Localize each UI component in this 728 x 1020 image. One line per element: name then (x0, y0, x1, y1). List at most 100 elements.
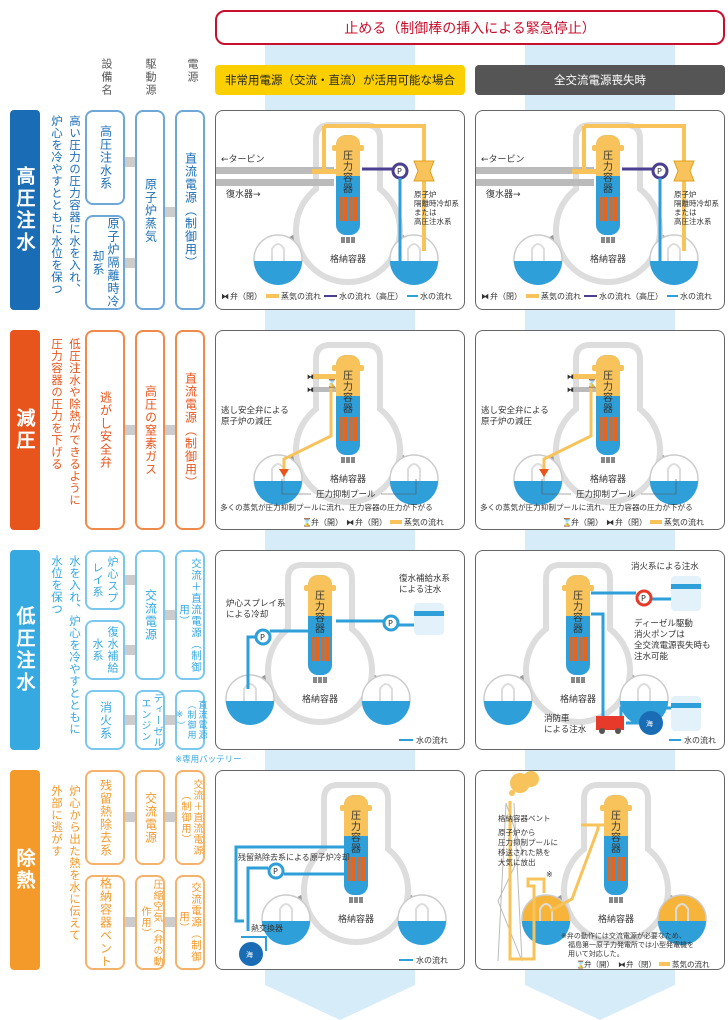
vessel-label: 器 (343, 403, 353, 415)
vessel-label: 圧 (351, 811, 361, 822)
svg-text:⧓: ⧓ (307, 373, 314, 381)
turbine-label: ←タービン (221, 154, 265, 165)
desc-line: 高い圧力の圧力容器に水を入れ、 (68, 115, 82, 295)
legend-valve-open: 弁（開） (571, 517, 603, 527)
srv-label: 原子炉の減圧 (221, 416, 273, 427)
containment-label: 格納容器 (560, 693, 596, 705)
legend-steam: 蒸気の流れ (404, 517, 444, 527)
power-ac-dc: 交流＋直流電源（制御用） (175, 550, 205, 680)
condenser-label: 復水器→ (226, 188, 261, 200)
pump-icon (635, 589, 653, 607)
power-dc: 直流電源（制御用） (175, 330, 205, 530)
panel-high-pressure-blackout: 圧力容器格納容器 P ←タービン 復水器→ 原子炉隔離時冷却系または高圧注水系 … (475, 110, 725, 310)
flow-arrow-right (525, 985, 675, 1020)
legend-water: 水の流れ (416, 735, 448, 745)
connector (165, 812, 175, 822)
suppression-pool (513, 234, 563, 285)
steam-line (508, 801, 604, 961)
pump-icon (254, 628, 272, 646)
connector (125, 812, 135, 822)
equipment-fire-protection: 消火系 (85, 690, 125, 750)
vessel-label: 圧 (315, 591, 325, 602)
drive-compressed-air: 圧縮空気（弁の動作用） (135, 875, 165, 970)
svg-text:⧓: ⧓ (346, 518, 354, 527)
category-heat-removal: 除熱 (10, 770, 40, 970)
truck-label: による注水 (544, 724, 587, 735)
svg-text:⧓: ⧓ (481, 292, 489, 301)
fuel-rod (349, 417, 353, 441)
legend-valve-open: 弁（開） (584, 959, 614, 969)
desc-line: 水位を保つ (50, 555, 64, 615)
containment-label: 格納容器 (302, 693, 338, 705)
desc-line: 炉心から出た熱を水に伝えて (68, 785, 82, 941)
scenario-emergency-power: 非常用電源（交流・直流）が活用可能な場合 (215, 65, 465, 95)
vessel-label: 器 (343, 183, 353, 195)
svg-text:⧓: ⧓ (618, 960, 626, 969)
caption: 多くの蒸気が圧力抑制プールに流れ、圧力容器の圧力が下がる (480, 502, 693, 512)
condenser-pipe (216, 179, 334, 186)
system-label: 高圧注水系 (414, 216, 452, 226)
steam-line (324, 124, 426, 251)
connector (125, 715, 135, 725)
vessel-label: 器 (351, 843, 361, 855)
diesel-label: ディーゼル駆動 (634, 618, 693, 629)
legend-water: 水の流れ (416, 955, 448, 965)
fuel-rod (357, 857, 361, 881)
drive-steam: 原子炉蒸気 (135, 110, 165, 310)
footnote: 用いて対応した。 (568, 949, 624, 958)
vessel-label: 容 (603, 171, 613, 184)
containment-label: 格納容器 (590, 473, 626, 485)
fuel-rod (316, 637, 320, 661)
equipment-rcic: 原子炉隔離時冷却系 (85, 215, 125, 310)
vessel-label: 容 (343, 391, 353, 404)
fuel-rod (362, 857, 366, 881)
legend-water-high: 水の流れ（高圧） (339, 291, 403, 301)
release-label: 圧力抑制プールに (498, 837, 558, 847)
flow-arrow-left (265, 985, 415, 1020)
diesel-label: 消火ポンプは (634, 629, 685, 640)
vessel-label: 力 (351, 820, 361, 833)
fuel-rod (344, 417, 348, 441)
release-label: 移送された熱を (498, 847, 551, 857)
vessel-label: 圧 (611, 811, 621, 822)
power-ac-dc: 交流＋直流電源（制御用） (175, 770, 205, 865)
legend-valve-closed: 弁（閉） (626, 959, 656, 969)
suppression-pool (389, 234, 439, 285)
turbine-icon (413, 160, 435, 182)
makeup-label: 復水補給水系 (399, 573, 450, 584)
power-dc-battery: 直流電源（制御用※） (175, 690, 207, 750)
power-ac: 交流電源（制御用） (175, 875, 205, 970)
pump-label: P (641, 594, 646, 603)
pump-label: P (273, 867, 278, 876)
fuel-rod (622, 857, 626, 881)
legend-steam: 蒸気の流れ (672, 959, 710, 969)
equipment-hpci: 高圧注水系 (85, 110, 125, 205)
legend-valve-open: 弁（開） (311, 517, 343, 527)
category-depressurize: 減圧 (10, 330, 40, 530)
water-line (336, 619, 414, 627)
containment-label: 格納容器 (330, 253, 366, 265)
fuel-rod (599, 197, 603, 221)
turbine-icon (673, 160, 695, 182)
description: 低圧注水や除熱ができるように圧力容器の圧力を下げる (44, 338, 84, 538)
legend-steam: 蒸気の流れ (541, 291, 581, 301)
fuel-rod (347, 857, 351, 881)
water-line (234, 845, 346, 931)
vessel-label: 容 (351, 831, 361, 844)
fuel-rod (604, 417, 608, 441)
vessel-label: 容 (573, 611, 583, 624)
vessel-label: 器 (611, 843, 621, 855)
description: 炉心から出た熱を水に伝えて外部に逃がす (44, 785, 84, 985)
suppression-pool (513, 454, 563, 505)
tank-icon (414, 603, 444, 635)
legend-water-high: 水の流れ（高圧） (599, 291, 663, 301)
vessel-label: 圧 (343, 371, 353, 382)
pool-label: 圧力抑制プール (576, 489, 636, 500)
sea-label: 海 (646, 719, 653, 728)
fuel-rod (609, 197, 613, 221)
release-label: 大気に放出 (498, 857, 536, 867)
fuel-rod (352, 857, 356, 881)
